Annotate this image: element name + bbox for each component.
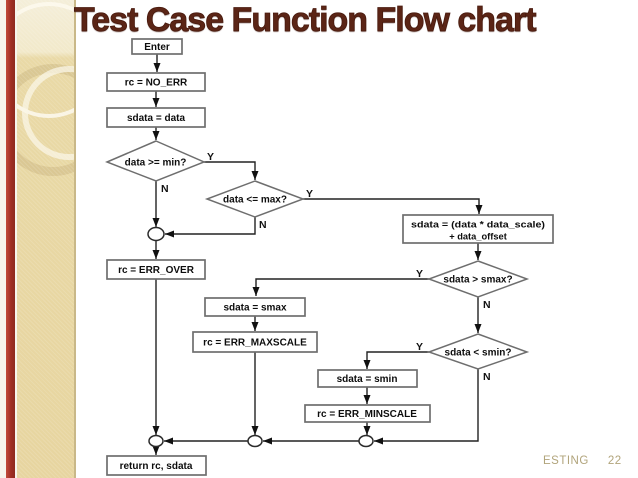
decision-sdata-lt-smin: sdata < smin? bbox=[426, 333, 530, 370]
node-scale-label-line2: + data_offset bbox=[449, 232, 507, 242]
node-sdata-smax: sdata = smax bbox=[204, 297, 306, 317]
branch-labels: Y N Y N Y N Y N bbox=[161, 151, 491, 383]
branch-label-y: Y bbox=[416, 341, 423, 353]
sidebar-beige-panel bbox=[17, 0, 76, 478]
node-rc-err-minscale-label: rc = ERR_MINSCALE bbox=[317, 409, 417, 420]
branch-label-n: N bbox=[483, 299, 491, 311]
page-title: Test Case Function Flow chart bbox=[74, 1, 537, 40]
branch-label-y: Y bbox=[207, 151, 214, 163]
decision-data-ge-min: data >= min? bbox=[105, 140, 206, 182]
flow-edges bbox=[152, 54, 483, 455]
connector-circle bbox=[358, 434, 374, 448]
connector-circle bbox=[247, 434, 263, 448]
node-rc-err-over: rc = ERR_OVER bbox=[106, 259, 206, 280]
connector-circle bbox=[148, 434, 164, 448]
node-scale-label-line1: sdata = (data * data_scale) bbox=[411, 220, 545, 230]
branch-label-y: Y bbox=[306, 188, 313, 200]
connector-circles bbox=[147, 226, 374, 448]
node-return-label: return rc, sdata bbox=[120, 461, 193, 472]
branch-label-n: N bbox=[483, 371, 491, 383]
node-sdata-data: sdata = data bbox=[106, 107, 206, 128]
decision-data-le-max: data <= max? bbox=[204, 180, 306, 218]
node-enter-label: Enter bbox=[144, 42, 170, 53]
decision-sdata-gt-smax-label: sdata > smax? bbox=[443, 275, 512, 286]
node-sdata-smin: sdata = smin bbox=[317, 369, 418, 388]
node-scale: sdata = (data * data_scale) + data_offse… bbox=[402, 214, 554, 244]
node-rc-err-maxscale: rc = ERR_MAXSCALE bbox=[192, 331, 318, 353]
accent-red-bar bbox=[6, 0, 15, 478]
node-rc-err-maxscale-label: rc = ERR_MAXSCALE bbox=[203, 338, 307, 349]
connector-circle bbox=[147, 226, 165, 242]
sidebar-decoration bbox=[0, 0, 76, 478]
branch-label-n: N bbox=[259, 219, 267, 231]
node-return: return rc, sdata bbox=[106, 455, 207, 476]
node-rc-no-err-label: rc = NO_ERR bbox=[125, 78, 188, 89]
node-rc-err-minscale: rc = ERR_MINSCALE bbox=[304, 404, 431, 423]
decision-data-le-max-label: data <= max? bbox=[223, 195, 287, 206]
footer-label: ESTING bbox=[543, 455, 589, 467]
node-enter: Enter bbox=[131, 38, 183, 55]
decision-data-ge-min-label: data >= min? bbox=[125, 158, 187, 169]
branch-label-n: N bbox=[161, 183, 169, 195]
slide-footer: ESTING 22 bbox=[543, 455, 622, 467]
node-rc-no-err: rc = NO_ERR bbox=[106, 72, 206, 92]
branch-label-y: Y bbox=[416, 268, 423, 280]
decision-sdata-lt-smin-label: sdata < smin? bbox=[445, 348, 512, 359]
node-sdata-smax-label: sdata = smax bbox=[223, 303, 287, 314]
node-sdata-smin-label: sdata = smin bbox=[337, 374, 398, 385]
node-sdata-data-label: sdata = data bbox=[127, 113, 186, 124]
decision-sdata-gt-smax: sdata > smax? bbox=[426, 260, 530, 298]
node-rc-err-over-label: rc = ERR_OVER bbox=[118, 265, 195, 276]
page-number: 22 bbox=[607, 455, 622, 467]
